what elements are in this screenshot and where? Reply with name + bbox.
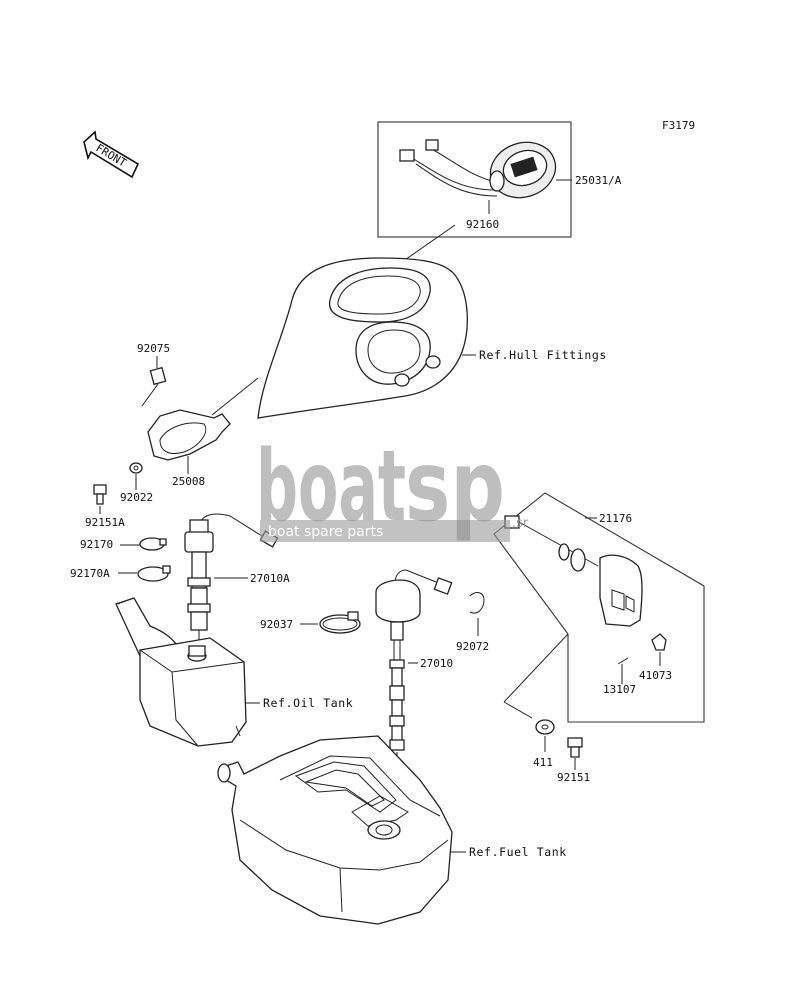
figure-code: F3179 bbox=[662, 119, 695, 132]
ref-oil-tank: Ref.Oil Tank bbox=[263, 696, 353, 710]
part-label-92170: 92170 bbox=[80, 538, 113, 551]
watermark-suffix: .sr bbox=[512, 516, 529, 531]
watermark-brand-right: sp bbox=[405, 430, 505, 544]
meter-head bbox=[489, 141, 557, 199]
part-label-27010: 27010 bbox=[420, 657, 453, 670]
connector-plug bbox=[399, 149, 415, 162]
band-92072: 92072 bbox=[456, 592, 489, 653]
part-label-92151: 92151 bbox=[557, 771, 590, 784]
part-label-13107: 13107 bbox=[603, 683, 636, 696]
fuel-level-sensor: 27010 bbox=[375, 569, 453, 810]
part-label-41073: 41073 bbox=[639, 669, 672, 682]
meter-assembly-group: 92160 25031/A bbox=[377, 121, 622, 238]
ref-hull-fittings: Ref.Hull Fittings bbox=[479, 348, 607, 362]
part-label-92160: 92160 bbox=[466, 218, 499, 231]
part-label-21176: 21176 bbox=[599, 512, 632, 525]
part-label-411: 411 bbox=[533, 756, 553, 769]
front-arrow-label: FRONT bbox=[93, 141, 128, 169]
hull-console: Ref.Hull Fittings bbox=[257, 257, 607, 419]
part-label-92037: 92037 bbox=[260, 618, 293, 631]
bolt-92151: 92151 bbox=[557, 737, 590, 784]
washer-411: 411 bbox=[533, 719, 555, 769]
oil-tank: Ref.Oil Tank bbox=[115, 597, 353, 747]
watermark-logo: boat sp boat spare parts .sr bbox=[256, 430, 529, 544]
part-label-92022: 92022 bbox=[120, 491, 153, 504]
rubber-pad bbox=[149, 366, 167, 386]
part-label-92151a: 92151A bbox=[85, 516, 125, 529]
ref-fuel-tank: Ref.Fuel Tank bbox=[469, 845, 567, 859]
part-label-25031a: 25031/A bbox=[575, 174, 622, 187]
bolt-92151a bbox=[93, 484, 107, 505]
part-label-92072: 92072 bbox=[456, 640, 489, 653]
fuel-tank: Ref.Fuel Tank bbox=[217, 735, 567, 925]
clamp-92037: 92037 bbox=[260, 611, 361, 634]
watermark-tagline-bar bbox=[260, 520, 510, 542]
connector-plug-2 bbox=[425, 139, 439, 151]
part-label-92170a: 92170A bbox=[70, 567, 110, 580]
part-label-92075: 92075 bbox=[137, 342, 170, 355]
clamp-group: 92170 92170A bbox=[70, 537, 171, 582]
front-arrow-icon: FRONT bbox=[83, 130, 140, 179]
watermark-tagline: boat spare parts bbox=[268, 524, 383, 540]
bracket-group: 92075 25008 92022 92151A bbox=[85, 342, 259, 529]
part-label-27010a: 27010A bbox=[250, 572, 290, 585]
switch-assembly-group: 21176 41073 13107 bbox=[493, 492, 705, 723]
part-label-25008: 25008 bbox=[172, 475, 205, 488]
oil-level-sensor: 27010A bbox=[184, 513, 290, 650]
